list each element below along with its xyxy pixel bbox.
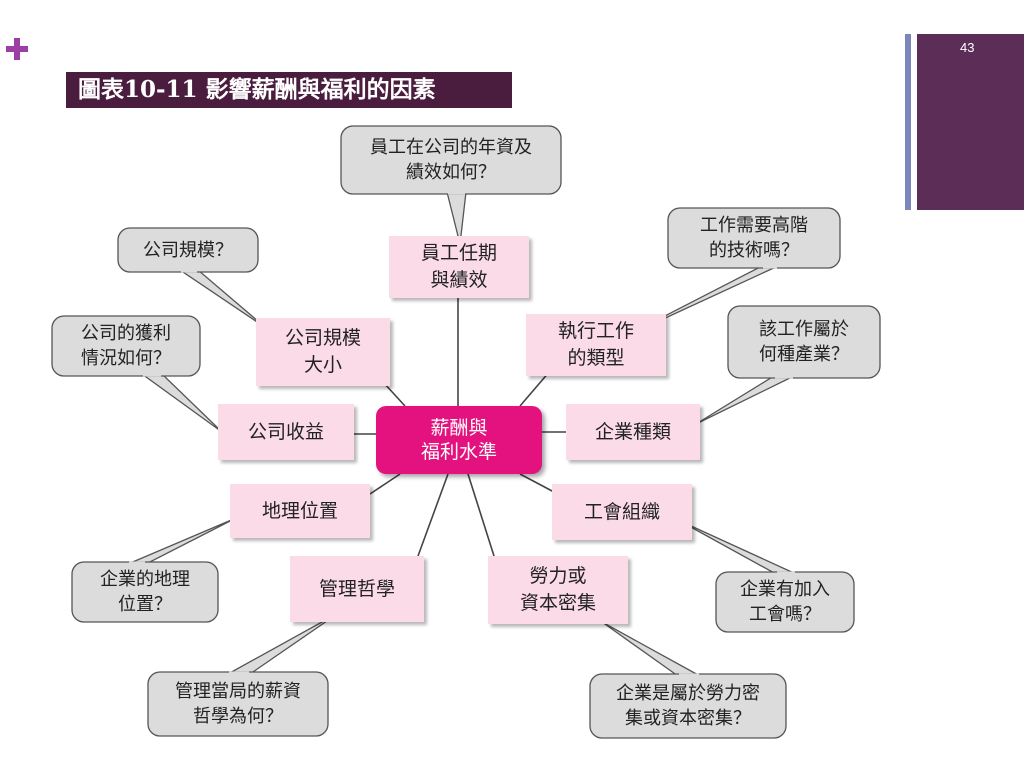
question-company-size: 公司規模？ bbox=[143, 239, 233, 261]
plus-icon bbox=[6, 38, 28, 60]
callout-revenue bbox=[51, 315, 223, 433]
spoke-union bbox=[519, 473, 555, 493]
factor-job-type: 執行工作 的類型 bbox=[526, 314, 666, 376]
factor-tenure: 員工任期 與績效 bbox=[389, 236, 529, 298]
slide-title: 圖表10-11 影響薪酬與福利的因素 bbox=[66, 72, 512, 108]
callout-union bbox=[677, 519, 855, 633]
factor-company-size: 公司規模 大小 bbox=[256, 318, 390, 386]
question-tenure: 員工在公司的年資及 績效如何？ bbox=[370, 137, 532, 183]
callout-location bbox=[71, 517, 237, 623]
factor-union: 工會組織 bbox=[552, 484, 692, 540]
center-node: 薪酬與 福利水準 bbox=[376, 406, 542, 474]
spoke-philosophy bbox=[417, 473, 449, 557]
factor-philosophy: 管理哲學 bbox=[290, 556, 424, 622]
factor-industry: 企業種類 bbox=[566, 404, 700, 460]
factor-labor-capital: 勞力或 資本密集 bbox=[488, 556, 628, 624]
question-philosophy: 管理當局的薪資 哲學為何？ bbox=[175, 681, 301, 727]
spoke-location bbox=[369, 473, 401, 495]
factor-location: 地理位置 bbox=[230, 484, 370, 538]
question-location: 企業的地理 位置？ bbox=[100, 569, 190, 615]
callout-company-size bbox=[117, 227, 267, 329]
callout-philosophy bbox=[147, 611, 341, 737]
callout-tenure bbox=[340, 125, 562, 245]
question-union: 企業有加入 工會嗎？ bbox=[740, 579, 830, 625]
side-panel bbox=[917, 34, 1024, 210]
factor-revenue: 公司收益 bbox=[218, 404, 354, 460]
question-industry: 該工作屬於 何種產業？ bbox=[759, 319, 849, 365]
question-revenue: 公司的獲利 情況如何？ bbox=[81, 323, 171, 369]
question-labor-capital: 企業是屬於勞力密 集或資本密集？ bbox=[616, 683, 760, 729]
side-accent-bar bbox=[905, 34, 911, 210]
callout-industry bbox=[695, 305, 881, 425]
spoke-labor-capital bbox=[467, 473, 495, 557]
page-number: 43 bbox=[960, 40, 975, 55]
question-job-type: 工作需要高階 的技術嗎？ bbox=[700, 215, 808, 261]
callout-labor-capital bbox=[589, 621, 787, 739]
